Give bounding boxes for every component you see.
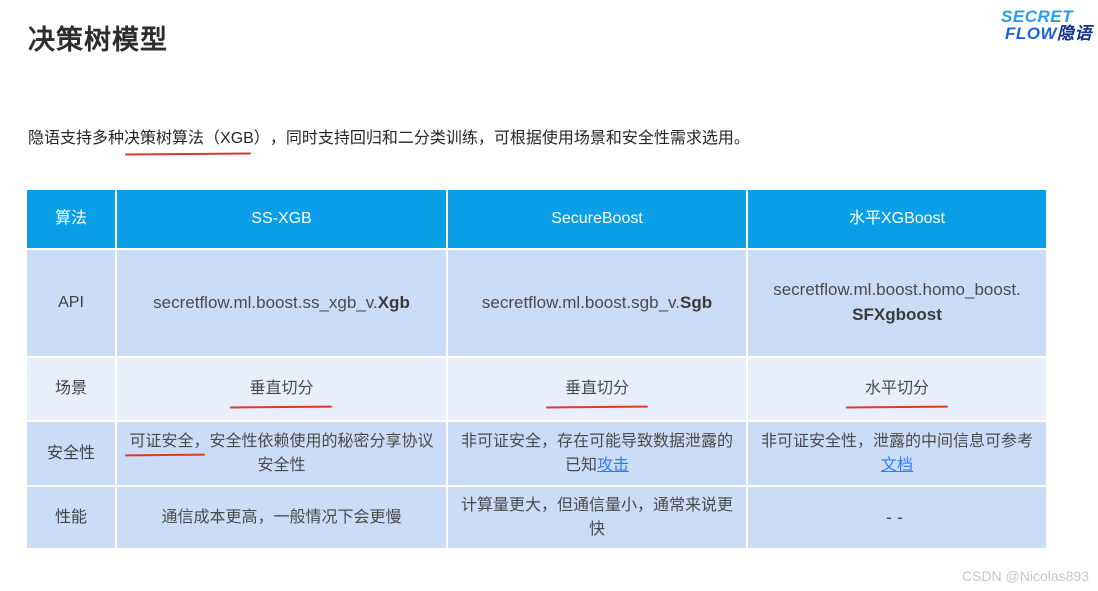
row-label-performance: 性能 [27,487,115,548]
security-text-rest: 安全性依赖使用的秘密分享协议安全性 [209,433,434,474]
algorithm-comparison-table: 算法 SS-XGB SecureBoost 水平XGBoost API secr… [27,190,1046,548]
watermark: CSDN @Nicolas893 [961,568,1089,584]
cell-scene-secureboost: 垂直切分 [448,358,746,420]
logo-cn-text: 隐语 [1057,24,1092,44]
cell-security-homo-xgboost: 非可证安全性，泄露的中间信息可参考文档 [748,422,1046,485]
red-underline-annotation: 水平切分 [865,377,929,400]
secretflow-logo: SECRET FLOW隐语 [1001,8,1092,43]
cell-scene-ss-xgb: 垂直切分 [117,358,446,420]
cell-api-ss-xgb: secretflow.ml.boost.ss_xgb_v.Xgb [117,250,446,356]
doc-link[interactable]: 文档 [880,456,913,474]
row-label-scene: 场景 [27,358,115,420]
header-ss-xgb: SS-XGB [117,190,446,248]
row-label-api: API [27,250,115,356]
page-title: 决策树模型 [28,25,168,55]
header-algorithm: 算法 [27,190,115,248]
logo-flow-text: FLOW [1004,24,1057,44]
cell-performance-secureboost: 计算量更大，但通信量小，通常来说更快 [448,487,746,548]
cell-scene-homo-xgboost: 水平切分 [748,358,1046,420]
red-underline-annotation: 垂直切分 [249,377,313,400]
header-homo-xgboost: 水平XGBoost [748,190,1046,248]
api-path: secretflow.ml.boost.sgb_v. [481,292,680,312]
security-text: 非可证安全，存在可能导致数据泄露的已知攻击 [458,430,736,476]
row-label-security: 安全性 [27,422,115,485]
security-text: 非可证安全性，泄露的中间信息可参考文档 [758,430,1036,476]
security-text-main: 非可证安全性，泄露的中间信息可参考 [760,433,1033,451]
red-underline-annotation: 可证安全， [129,430,209,453]
intro-paragraph: 隐语支持多种决策树算法（XGB），同时支持回归和二分类训练，可根据使用场景和安全… [28,127,928,152]
red-underline-annotation: 垂直切分 [565,377,629,400]
cell-performance-ss-xgb: 通信成本更高，一般情况下会更慢 [117,487,446,548]
api-path: secretflow.ml.boost.ss_xgb_v. [153,292,378,312]
attack-link[interactable]: 攻击 [597,456,630,474]
cell-security-ss-xgb: 可证安全，安全性依赖使用的秘密分享协议安全性 [117,422,446,485]
logo-secret-text: SECRET [1001,7,1073,26]
header-secureboost: SecureBoost [448,190,746,248]
api-class: SFXgboost [852,305,942,324]
intro-text-after: ，同时支持回归和二分类训练，可根据使用场景和安全性需求选用。 [269,130,750,147]
api-path: secretflow.ml.boost.homo_boost. [773,280,1021,300]
intro-text-before: 隐语支持多种 [28,130,125,147]
cell-security-secureboost: 非可证安全，存在可能导致数据泄露的已知攻击 [448,422,746,485]
api-class: Sgb [680,292,713,312]
cell-performance-homo-xgboost: -- [748,487,1046,548]
security-text: 可证安全，安全性依赖使用的秘密分享协议安全性 [127,430,436,476]
api-class: Xgb [377,292,410,312]
security-text-main: 非可证安全，存在可能导致数据泄露的已知 [460,433,733,474]
cell-api-homo-xgboost: secretflow.ml.boost.homo_boost. SFXgboost [748,250,1046,356]
red-underline-annotation: 决策树算法（XGB） [124,127,270,152]
cell-api-secureboost: secretflow.ml.boost.sgb_v.Sgb [448,250,746,356]
